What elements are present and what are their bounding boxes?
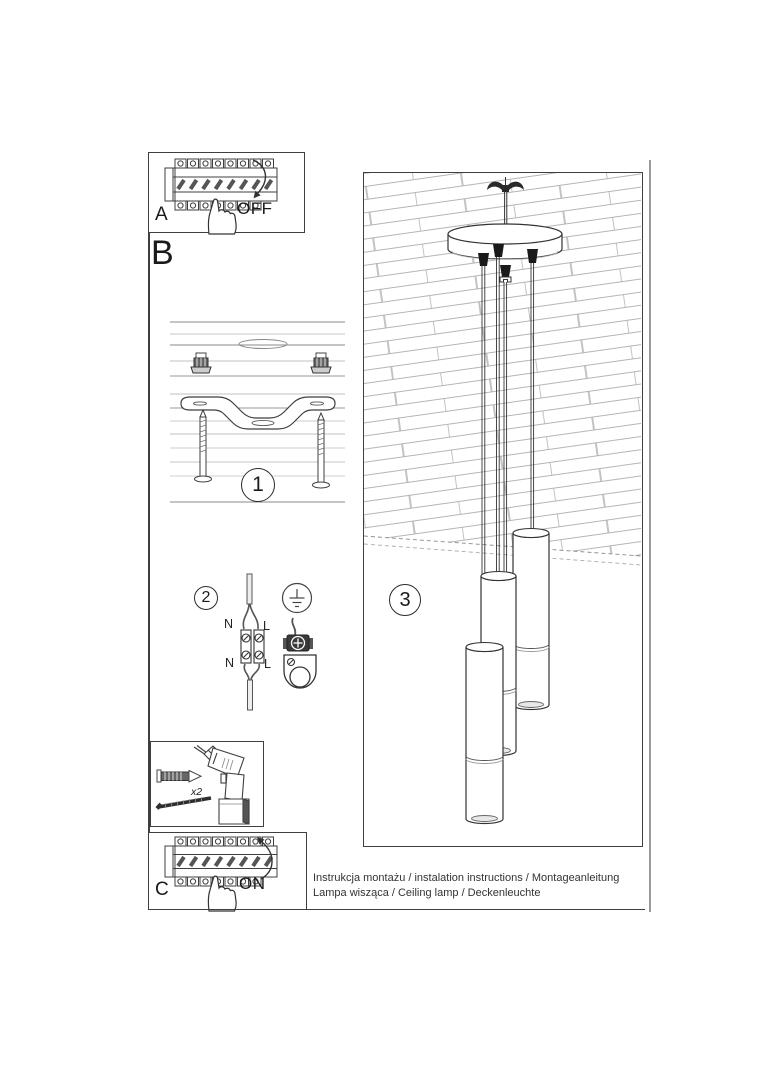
step-c-label: C: [155, 879, 169, 900]
anchor-quantity-label: x2: [191, 786, 203, 798]
section-b-label: B: [151, 234, 174, 272]
pressing-hand-icon: [207, 198, 237, 235]
arrow-up-icon: [257, 837, 273, 880]
pendant-lamp-illustration: [363, 173, 642, 825]
power-off-text: OFF: [237, 199, 273, 218]
lamp-cylinder-right: [512, 527, 550, 711]
screw-icon: [312, 411, 330, 489]
tools-illustration: [155, 745, 250, 825]
pendant-cables: [481, 257, 535, 647]
lamp-cylinder-left: [465, 641, 504, 825]
step-2-wiring-illustration: [240, 573, 317, 711]
wire-label-n-top: N: [224, 617, 234, 631]
power-on-text: ON: [239, 874, 266, 893]
suspension-rod-icon: [504, 192, 508, 225]
ceiling-edge-lines: [363, 535, 642, 566]
earth-symbol-icon: [281, 582, 313, 614]
drill-icon: [193, 745, 250, 825]
footer-title-line2: Lampa wisząca / Ceiling lamp / Deckenleu…: [313, 887, 541, 899]
step-1-illustration: [170, 321, 345, 503]
step-2-number: 2: [194, 586, 218, 610]
mains-cable-icon: [243, 663, 261, 711]
ceiling-hole-icon: [238, 339, 288, 349]
step-3-number: 3: [389, 584, 421, 616]
tools-box: x2: [150, 741, 264, 827]
wire-label-l-bottom: L: [264, 657, 271, 671]
terminal-block-icon: [240, 629, 265, 664]
screw-icon: [194, 408, 212, 483]
breaker-on-illustration: [164, 836, 278, 912]
mains-cable-icon: [242, 573, 259, 630]
wall-plug-icon: [156, 769, 203, 783]
step-a-label: A: [155, 204, 168, 225]
page-edge-shadow: [649, 160, 651, 912]
mounting-bracket-icon: [180, 396, 336, 430]
ceiling-bracket-icon: [487, 177, 524, 192]
step-1-number: 1: [241, 468, 275, 502]
step-c-box: C ON: [148, 832, 307, 912]
screw-icon: [155, 796, 212, 810]
step-a-box: A OFF: [148, 152, 305, 235]
ceiling-hatch: [364, 173, 641, 556]
canopy-icon: [447, 223, 563, 260]
arrow-down-icon: [252, 159, 267, 199]
footer-title-line1: Instrukcja montażu / instalation instruc…: [313, 872, 620, 884]
breaker-panel-icon: [164, 836, 278, 887]
ground-clamp-icon: [283, 634, 317, 689]
wall-anchor-icon: [310, 352, 332, 374]
step-3-panel: [363, 172, 643, 847]
pressing-hand-icon: [207, 875, 237, 912]
footer-rule: [148, 908, 645, 910]
wire-label-n-bottom: N: [225, 656, 235, 670]
breaker-off-illustration: [164, 158, 278, 235]
wall-anchor-icon: [190, 352, 212, 374]
cord-grip-icons: [478, 244, 538, 283]
left-frame-line: [148, 152, 150, 910]
wire-label-l-top: L: [263, 619, 270, 633]
earth-wire-icon: [291, 617, 297, 636]
